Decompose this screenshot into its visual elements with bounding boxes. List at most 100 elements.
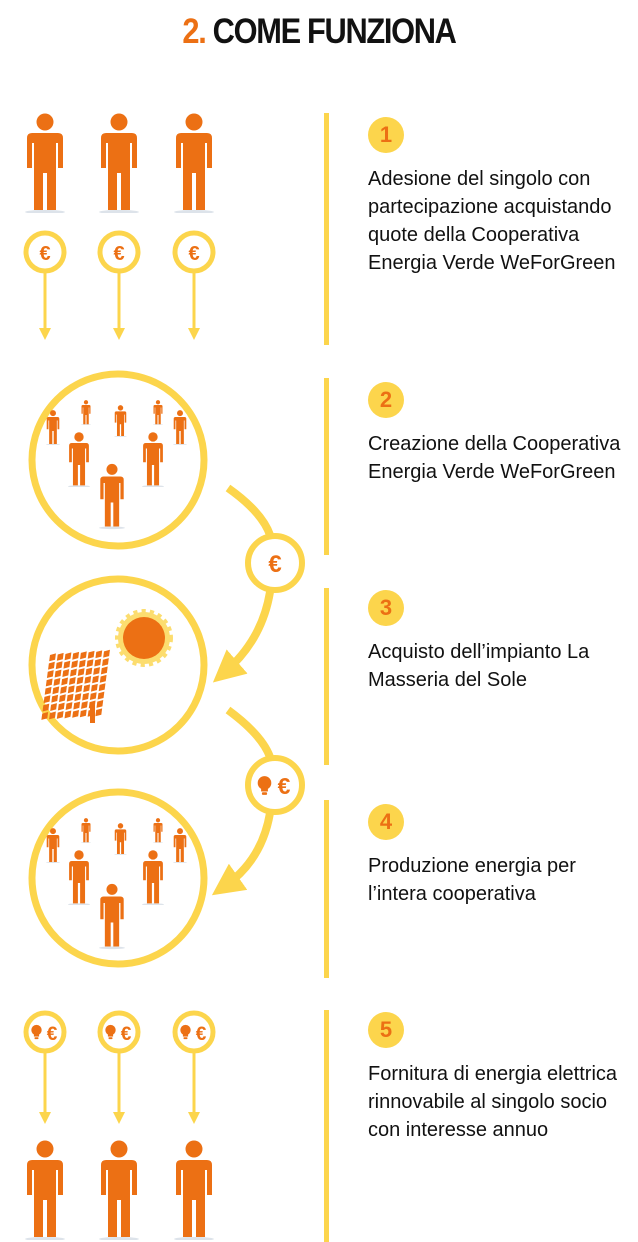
step-4: 4 Produzione energia per l’intera cooper… [368, 804, 633, 908]
solar-cell [71, 660, 78, 669]
solar-cell [57, 702, 65, 711]
solar-cell [85, 667, 93, 676]
bulb-euro-coin-icon: € [172, 1010, 216, 1054]
solar-cell [93, 667, 100, 675]
solar-cell [52, 686, 60, 695]
svg-text:€: € [47, 1024, 58, 1045]
svg-text:€: € [196, 1024, 207, 1045]
step-2: 2 Creazione della Cooperativa Energia Ve… [368, 382, 633, 486]
solar-cell [72, 709, 80, 718]
step-number-badge: 2 [368, 382, 404, 418]
solar-cell [53, 678, 61, 686]
svg-text:€: € [113, 243, 124, 265]
person-icon [25, 1140, 65, 1240]
members-paying-group: € € € [23, 113, 216, 340]
euro-icon: € [278, 773, 291, 799]
solar-cell [94, 658, 102, 667]
solar-cell [50, 703, 57, 711]
step-number-badge: 5 [368, 1012, 404, 1048]
solar-cell [87, 708, 95, 717]
solar-cell [70, 668, 77, 677]
step-number-badge: 3 [368, 590, 404, 626]
solar-cell [41, 712, 49, 720]
solar-cell [63, 660, 71, 669]
solar-cell [59, 694, 66, 703]
solar-cell [88, 700, 96, 709]
solar-cell [55, 661, 63, 670]
solar-cell [60, 685, 67, 694]
members-receiving-group: € € € [23, 1010, 216, 1240]
page-title: 2. COME FUNZIONA [38, 12, 599, 52]
solar-panel-icon [41, 649, 110, 723]
euro-icon: € [268, 551, 281, 578]
solar-cell [64, 710, 72, 719]
step-description: Acquisto dell’impianto La Masseria del S… [368, 641, 590, 691]
solar-cell [95, 650, 103, 659]
divider [324, 588, 329, 765]
solar-cell [75, 684, 83, 693]
solar-cell [79, 709, 87, 718]
solar-cell [86, 659, 94, 668]
solar-cell [56, 652, 64, 661]
bulb-euro-coin-icon: € [23, 1010, 67, 1054]
solar-plant-circle [28, 575, 208, 755]
step-number-badge: 1 [368, 117, 404, 153]
solar-cell [45, 678, 53, 687]
solar-cell [51, 694, 59, 703]
person-icon [25, 113, 65, 213]
solar-cell [84, 675, 92, 684]
solar-cell [95, 708, 103, 717]
energy-flow-arrow: € [211, 706, 305, 896]
divider [324, 1010, 329, 1242]
divider [324, 378, 329, 555]
solar-cell [62, 669, 70, 677]
step-number-badge: 4 [368, 804, 404, 840]
solar-cell [74, 693, 82, 702]
solar-cell [49, 711, 56, 720]
divider [324, 800, 329, 978]
solar-cell [65, 702, 73, 710]
step-1: 1 Adesione del singolo con partecipazion… [368, 117, 633, 277]
svg-text:€: € [188, 243, 199, 265]
step-description: Produzione energia per l’intera cooperat… [368, 855, 576, 905]
solar-cell [61, 677, 69, 686]
solar-cell [77, 668, 85, 676]
solar-cell [76, 676, 84, 685]
solar-cell [89, 692, 97, 701]
step-3: 3 Acquisto dell’impianto La Masseria del… [368, 590, 633, 694]
step-description: Adesione del singolo con partecipazione … [368, 168, 616, 274]
solar-cell [80, 651, 87, 660]
cooperative-circle [28, 370, 208, 550]
solar-cell [56, 711, 64, 719]
step-description: Fornitura di energia elettrica rinnovabi… [368, 1063, 618, 1141]
solar-cell [66, 693, 74, 702]
person-icon [99, 1140, 139, 1240]
solar-cell [78, 659, 86, 668]
euro-coin-icon: € [172, 230, 216, 274]
solar-cell [43, 695, 51, 704]
svg-text:€: € [39, 243, 50, 265]
solar-cell [99, 674, 107, 683]
solar-cell [97, 691, 105, 700]
solar-cell [64, 652, 72, 661]
solar-cell [49, 653, 56, 662]
solar-cell [73, 701, 81, 710]
solar-cell [46, 670, 54, 679]
svg-text:€: € [121, 1024, 132, 1045]
euro-coin-icon: € [97, 230, 141, 274]
solar-cell [98, 683, 106, 692]
solar-cell [72, 651, 80, 660]
person-icon [174, 1140, 214, 1240]
solar-cell [83, 684, 91, 693]
solar-cell [90, 683, 98, 692]
step-5: 5 Fornitura di energia elettrica rinnova… [368, 1012, 633, 1144]
title-text: COME FUNZIONA [212, 12, 457, 51]
person-icon [99, 113, 139, 213]
solar-cell [81, 701, 88, 709]
step-description: Creazione della Cooperativa Energia Verd… [368, 433, 621, 483]
euro-coin-icon: € [23, 230, 67, 274]
solar-cell [44, 686, 52, 695]
bulb-euro-coin-icon: € [97, 1010, 141, 1054]
solar-cell [103, 649, 110, 658]
